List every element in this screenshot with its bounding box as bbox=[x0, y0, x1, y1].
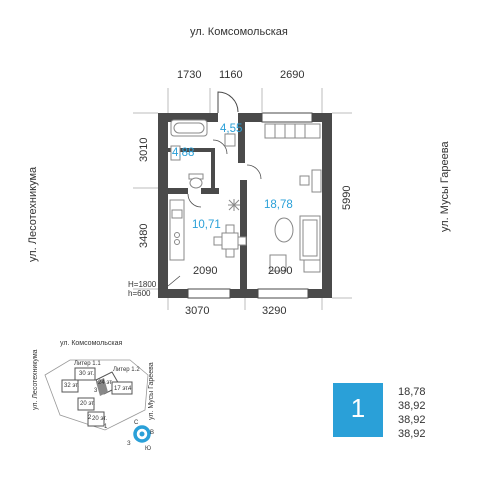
site-label-4: 4 bbox=[128, 386, 132, 392]
compass-e: В bbox=[150, 430, 155, 436]
area-bathroom: 4,88 bbox=[172, 147, 195, 159]
dim-top-3: 2690 bbox=[280, 69, 305, 81]
dim-bottom-2: 3290 bbox=[262, 305, 287, 317]
area-kitchen: 10,71 bbox=[192, 219, 221, 231]
area-hall: 4,55 bbox=[220, 123, 243, 135]
desk bbox=[299, 169, 322, 193]
interior-doors bbox=[167, 139, 262, 287]
area-living: 18,78 bbox=[264, 199, 293, 211]
wardrobe bbox=[264, 123, 321, 139]
coffee-table bbox=[274, 217, 294, 243]
site-street-top: ул. Комсомольская bbox=[60, 340, 123, 347]
compass-n: С bbox=[134, 420, 139, 426]
site-label-24: 24 эт. bbox=[98, 380, 114, 386]
site-plan bbox=[44, 359, 151, 443]
area-total-2: 38,92 bbox=[398, 414, 426, 426]
dim-left-2: 3480 bbox=[138, 223, 150, 248]
sill-height-label: h=600 bbox=[128, 289, 151, 298]
sofa bbox=[299, 215, 321, 273]
site-label-30: 30 эт. bbox=[79, 371, 95, 377]
dim-right: 5990 bbox=[341, 185, 353, 210]
dining-table bbox=[213, 224, 247, 258]
window-height-label: H=1800 bbox=[128, 280, 157, 289]
site-label-liter-1-2: Литер 1.2 bbox=[113, 367, 140, 373]
toilet bbox=[188, 173, 204, 189]
bathtub bbox=[170, 119, 208, 137]
dim-room-inner: 2090 bbox=[268, 265, 293, 277]
rooms-count-badge: 1 bbox=[333, 383, 383, 437]
dim-kitchen-inner: 2090 bbox=[193, 265, 218, 277]
dim-bottom-1: 3070 bbox=[185, 305, 210, 317]
street-top: ул. Комсомольская bbox=[190, 26, 288, 38]
kitchen-counter bbox=[169, 199, 185, 261]
site-label-2: 2 bbox=[88, 415, 92, 421]
hall-sink bbox=[224, 133, 236, 147]
area-total-1: 38,92 bbox=[398, 400, 426, 412]
street-left: ул. Лесотехникума bbox=[27, 166, 39, 262]
rooms-count: 1 bbox=[350, 393, 366, 423]
site-street-right: ул. Мусы Гареева bbox=[148, 362, 155, 420]
site-label-1: 1 bbox=[104, 424, 108, 430]
cooktop bbox=[228, 199, 240, 211]
site-label-32: 32 эт. bbox=[64, 383, 80, 389]
site-label-17: 17 эт. bbox=[114, 386, 130, 392]
dim-left-1: 3010 bbox=[138, 137, 150, 162]
area-total-3: 38,92 bbox=[398, 428, 426, 440]
entrance-door bbox=[217, 91, 239, 113]
site-label-20b: 20 эт. bbox=[92, 416, 108, 422]
dim-top-2: 1160 bbox=[219, 69, 243, 81]
site-label-20a: 20 эт. bbox=[80, 401, 96, 407]
compass-w: З bbox=[127, 441, 131, 447]
street-right: ул. Мусы Гареева bbox=[439, 141, 451, 232]
site-label-liter-1-1: Литер 1.1 bbox=[74, 361, 101, 367]
windows bbox=[187, 112, 313, 299]
site-label-3: 3 bbox=[94, 388, 98, 394]
area-living-total: 18,78 bbox=[398, 386, 426, 398]
washbasin bbox=[170, 145, 181, 161]
armchair bbox=[269, 254, 287, 272]
site-street-left: ул. Лесотехникума bbox=[32, 349, 39, 410]
compass-s: Ю bbox=[145, 446, 152, 452]
dim-top-1: 1730 bbox=[177, 69, 202, 81]
projection-lines bbox=[133, 88, 352, 310]
